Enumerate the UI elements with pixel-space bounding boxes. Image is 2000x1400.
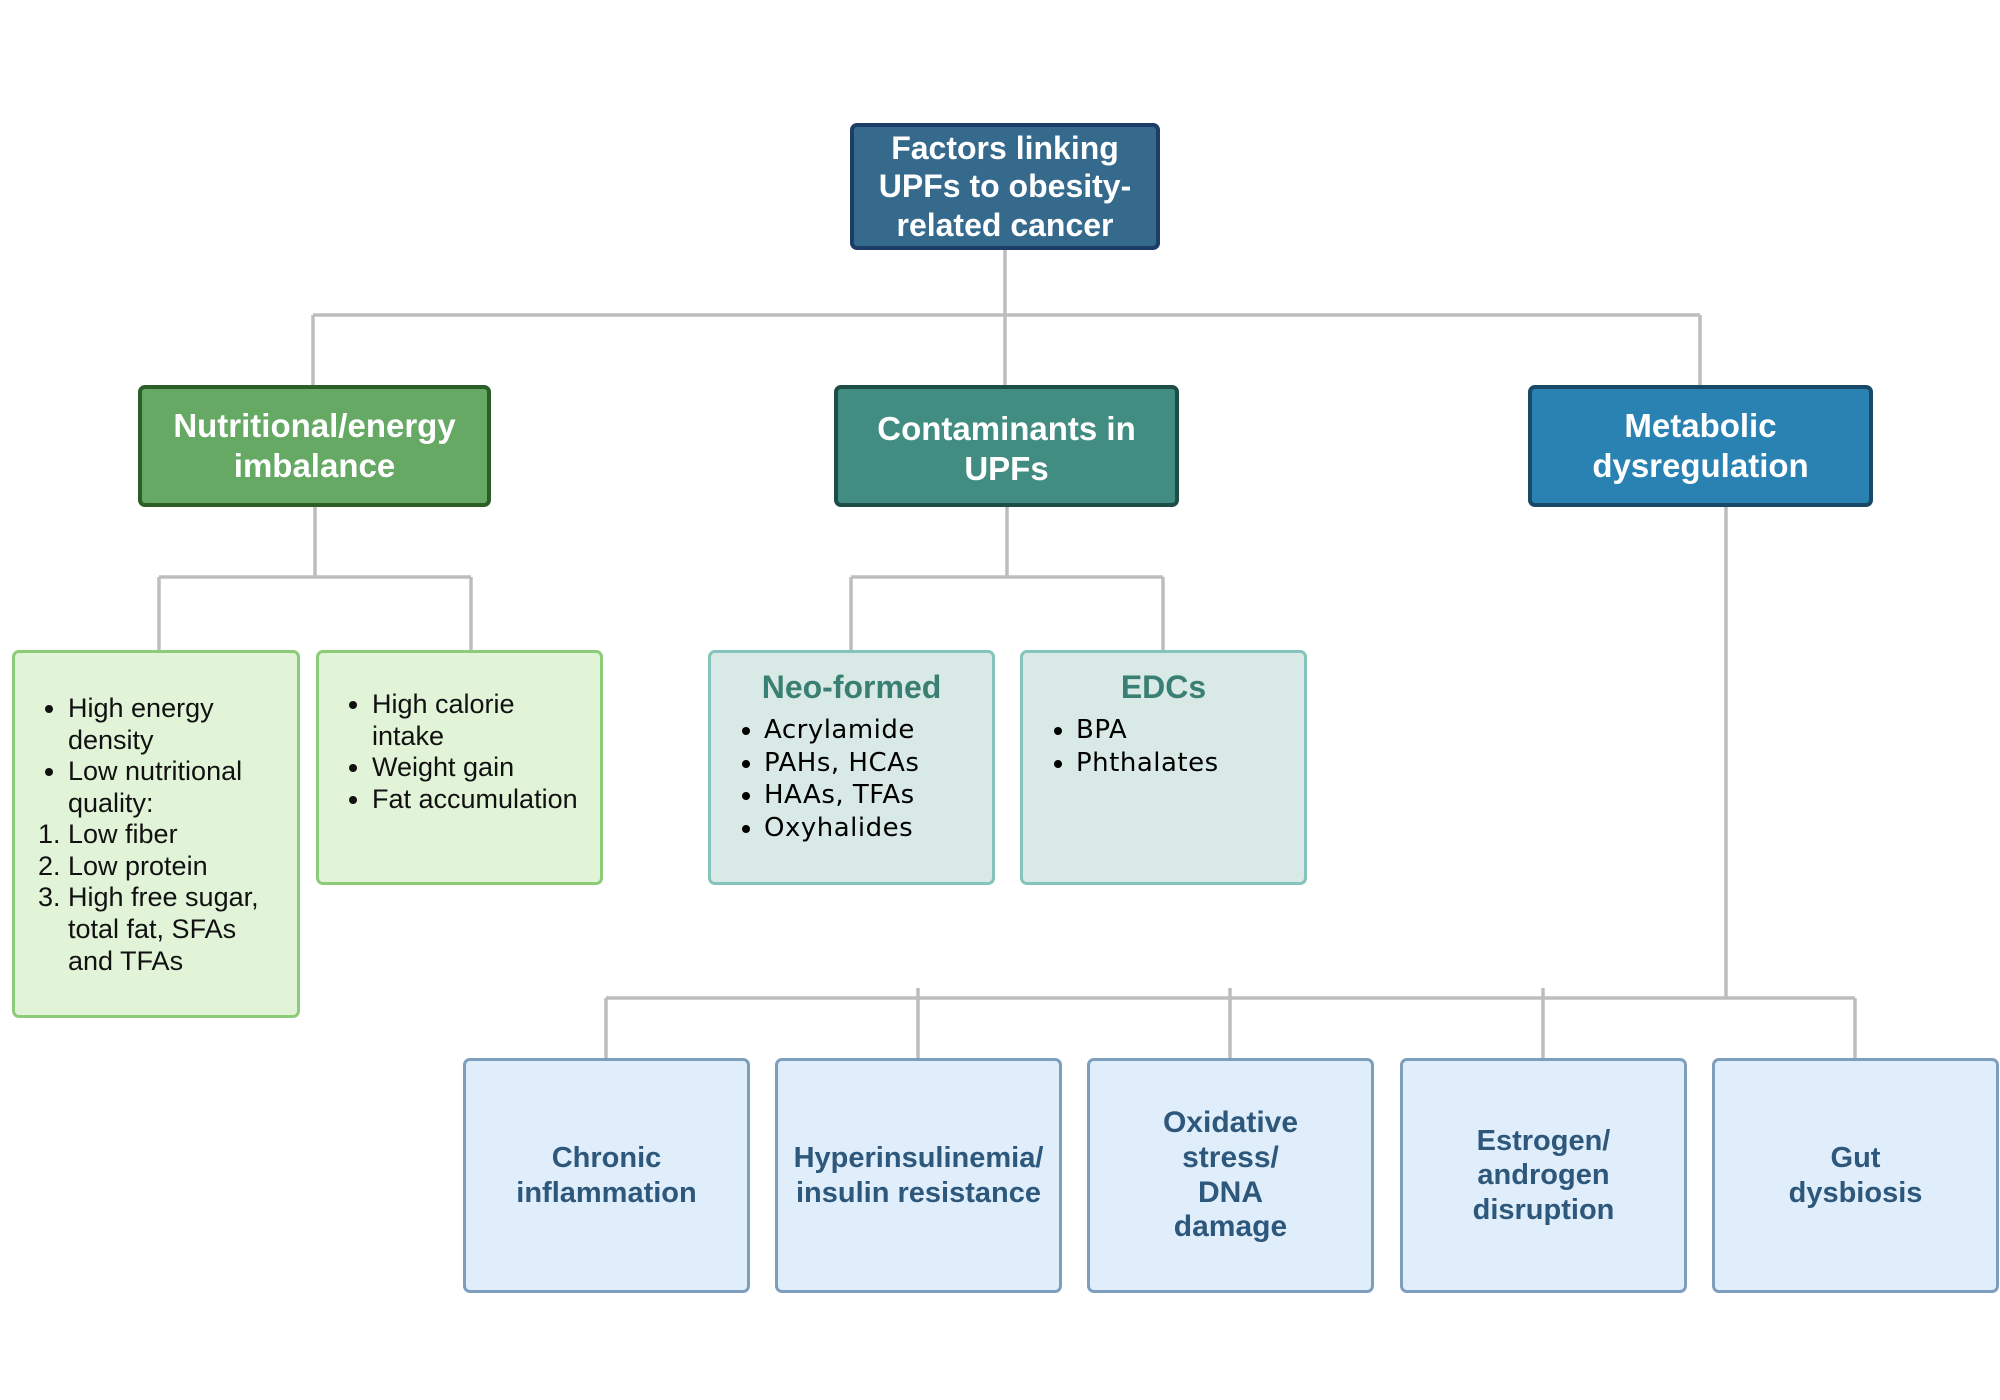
list-item: High energy density	[68, 693, 287, 756]
effect-oxidative-stress: Oxidative stress/ DNA damage	[1087, 1058, 1374, 1293]
category-contaminants: Contaminants in UPFs	[834, 385, 1179, 507]
effect-gut-dysbiosis: Gut dysbiosis	[1712, 1058, 1999, 1293]
root-node: Factors linking UPFs to obesity-related …	[850, 123, 1160, 250]
list-item: Phthalates	[1076, 747, 1294, 780]
list-item: Low nutritional quality:	[68, 756, 287, 819]
list-item: High calorie intake	[372, 689, 590, 752]
category-contaminants-title: Contaminants in UPFs	[877, 410, 1136, 487]
effect-hormone-disruption: Estrogen/ androgen disruption	[1400, 1058, 1687, 1293]
list-item: Fat accumulation	[372, 784, 590, 816]
effect-label: Estrogen/ androgen disruption	[1472, 1124, 1615, 1226]
list-item: PAHs, HCAs	[764, 747, 982, 780]
list-item: BPA	[1076, 714, 1294, 747]
category-metabolic: Metabolic dysregulation	[1528, 385, 1873, 507]
energy-density-box: High energy density Low nutritional qual…	[12, 650, 300, 1018]
category-nutrition-title: Nutritional/energy imbalance	[173, 407, 456, 484]
category-metabolic-title: Metabolic dysregulation	[1592, 407, 1809, 484]
root-title: Factors linking UPFs to obesity-related …	[878, 129, 1132, 243]
neo-formed-title: Neo-formed	[761, 669, 942, 705]
effect-label: Gut dysbiosis	[1788, 1142, 1923, 1209]
edcs-list: BPA Phthalates	[1023, 714, 1294, 779]
edcs-title: EDCs	[1120, 669, 1207, 705]
calorie-intake-box: High calorie intake Weight gain Fat accu…	[316, 650, 603, 885]
list-item: Weight gain	[372, 752, 590, 784]
energy-density-numbered: Low fiber Low protein High free sugar, t…	[15, 819, 287, 977]
effect-label: Hyperinsulinemia/ insulin resistance	[793, 1142, 1044, 1209]
calorie-intake-bullets: High calorie intake Weight gain Fat accu…	[319, 689, 590, 815]
energy-density-bullets: High energy density Low nutritional qual…	[15, 693, 287, 819]
effect-label: Oxidative stress/ DNA damage	[1162, 1105, 1299, 1244]
neo-formed-list: Acrylamide PAHs, HCAs HAAs, TFAs Oxyhali…	[711, 714, 982, 844]
neo-formed-box: Neo-formed Acrylamide PAHs, HCAs HAAs, T…	[708, 650, 995, 885]
effect-insulin-resistance: Hyperinsulinemia/ insulin resistance	[775, 1058, 1062, 1293]
effect-chronic-inflammation: Chronic inflammation	[463, 1058, 750, 1293]
category-nutrition: Nutritional/energy imbalance	[138, 385, 491, 507]
effect-label: Chronic inflammation	[516, 1142, 697, 1209]
list-item: Low fiber	[68, 819, 287, 851]
edcs-box: EDCs BPA Phthalates	[1020, 650, 1307, 885]
list-item: HAAs, TFAs	[764, 779, 982, 812]
list-item: Low protein	[68, 851, 287, 883]
list-item: High free sugar, total fat, SFAs and TFA…	[68, 882, 287, 977]
list-item: Acrylamide	[764, 714, 982, 747]
list-item: Oxyhalides	[764, 812, 982, 845]
